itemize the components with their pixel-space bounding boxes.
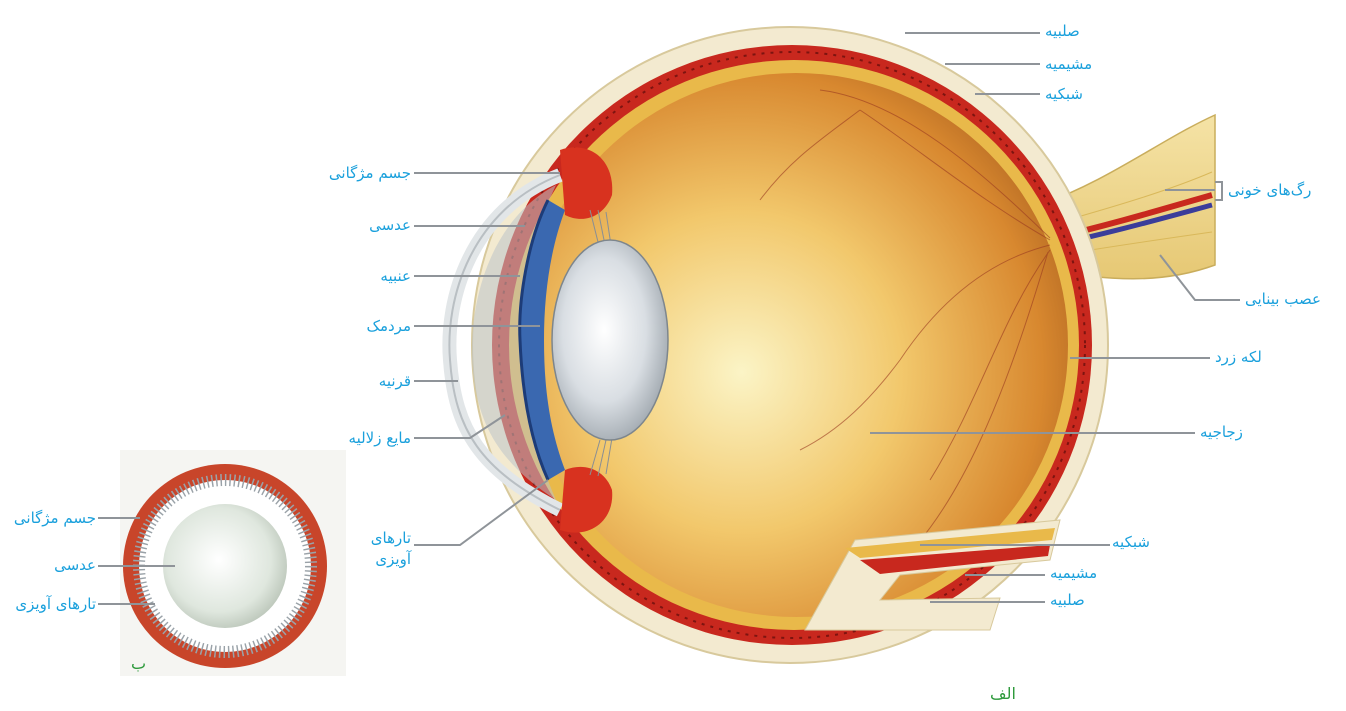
label-front-zonular-fibers: تارهای آویزی <box>15 595 96 613</box>
label-cornea: قرنیه <box>379 372 411 390</box>
label-sclera-top: صلبیه <box>1045 22 1080 40</box>
label-choroid-bottom: مشیمیه <box>1050 564 1097 582</box>
label-vitreous: زجاجیه <box>1200 423 1243 441</box>
label-optic-nerve: عصب بینایی <box>1245 290 1321 308</box>
label-aqueous-humor: مایع زلالیه <box>349 429 411 447</box>
front-lens <box>163 504 287 628</box>
label-iris: عنبیه <box>380 267 411 285</box>
label-macula: لکه زرد <box>1215 348 1262 366</box>
label-zonular-fibers-line1: تارهای <box>371 529 411 547</box>
label-front-lens: عدسی <box>54 556 96 574</box>
label-sclera-bottom: صلبیه <box>1050 591 1085 609</box>
label-ciliary-body: جسم مژگانی <box>329 164 411 182</box>
label-retina-bottom: شبکیه <box>1112 533 1150 551</box>
label-lens: عدسی <box>369 216 411 234</box>
label-choroid-top: مشیمیه <box>1045 55 1092 73</box>
lens <box>552 240 668 440</box>
label-pupil: مردمک <box>367 317 411 335</box>
panel-letter-main: الف <box>990 684 1016 703</box>
label-blood-vessels: رگ‌های خونی <box>1228 181 1311 199</box>
front-view <box>98 450 346 676</box>
label-front-ciliary-body: جسم مژگانی <box>14 509 96 527</box>
panel-letter-front: ب <box>131 654 146 673</box>
label-zonular-fibers-line2: آویزی <box>375 550 411 568</box>
label-retina-top: شبکیه <box>1045 85 1083 103</box>
